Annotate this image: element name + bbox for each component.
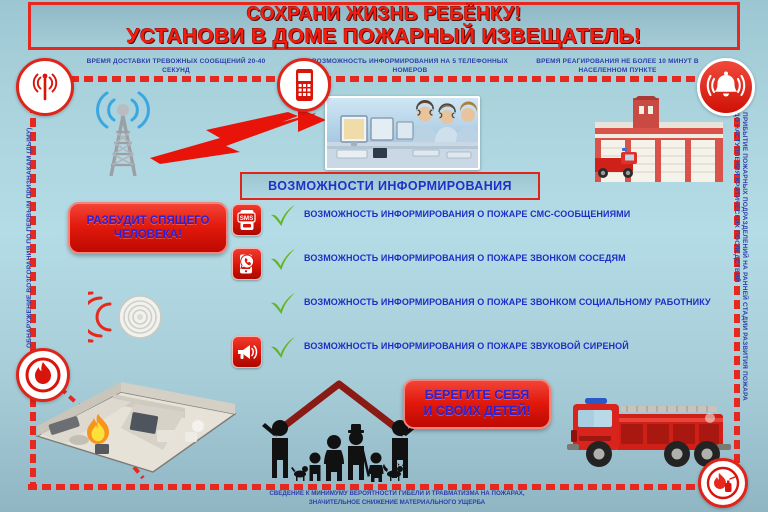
caption-left-vertical-text: ОБНАРУЖЕНИЕ ВОЗГОРАНИЯ ПО ПЕРВЫМ ПРИЗНАК… (26, 127, 33, 348)
dashed-border-top (28, 76, 740, 82)
sms-icon: SMS (232, 204, 262, 236)
flame-icon (16, 348, 70, 402)
mobile-phone-icon (277, 58, 331, 112)
caption-response-time-text: ВРЕМЯ РЕАГИРОВАНИЯ НЕ БОЛЕЕ 10 МИНУТ В Н… (536, 58, 699, 74)
smoke-detector-illustration (66, 290, 164, 346)
section-heading-box: ВОЗМОЖНОСТИ ИНФОРМИРОВАНИЯ (240, 172, 540, 200)
callout-protect-line-1: БЕРЕГИТЕ СЕБЯ (424, 388, 530, 403)
callout-wake-line-1: РАЗБУДИТ СПЯЩЕГО (86, 214, 210, 227)
caption-phone-numbers-text: ВОЗМОЖНОСТЬ ИНФОРМИРОВАНИЯ НА 5 ТЕЛЕФОНН… (311, 58, 509, 74)
megaphone-icon (232, 336, 262, 368)
title-line-2: УСТАНОВИ В ДОМЕ ПОЖАРНЫЙ ИЗВЕЩАТЕЛЬ! (126, 24, 642, 48)
signal-arrow-icon (148, 108, 328, 164)
caption-left-vertical: ОБНАРУЖЕНИЕ ВОЗГОРАНИЯ ПО ПЕРВЫМ ПРИЗНАК… (26, 127, 33, 348)
check-mark-icon (262, 248, 304, 271)
poster-title-box: СОХРАНИ ЖИЗНЬ РЕБЁНКУ! УСТАНОВИ В ДОМЕ П… (28, 2, 740, 50)
caption-right-line-1: ПРИБЫТИЕ ПОЖАРНЫХ ПОДРАЗДЕЛЕНИЙ НА РАННЕ… (741, 112, 748, 401)
family-under-roof-illustration (252, 378, 427, 488)
radio-antenna-icon (16, 58, 74, 116)
fire-station-illustration (593, 90, 723, 182)
list-item: ВОЗМОЖНОСТЬ ИНФОРМИРОВАНИЯ О ПОЖАРЕ ЗВОН… (232, 292, 732, 326)
caption-right-line-2: ДО НАСТУПЛЕНИЯ КРИТИЧЕСКИХ ПОСЛЕДСТВИЙ (732, 112, 740, 283)
fire-extinguish-icon (698, 458, 748, 508)
list-item-label: ВОЗМОЖНОСТЬ ИНФОРМИРОВАНИЯ О ПОЖАРЕ ЗВОН… (304, 253, 626, 263)
list-item-label: ВОЗМОЖНОСТЬ ИНФОРМИРОВАНИЯ О ПОЖАРЕ ЗВОН… (304, 297, 711, 307)
caption-delivery-time: ВРЕМЯ ДОСТАВКИ ТРЕВОЖНЫХ СООБЩЕНИЙ 20-40… (76, 58, 276, 76)
fire-truck-illustration (565, 378, 735, 483)
list-item: SMS ВОЗМОЖНОСТЬ ИНФОРМИРОВАНИЯ О ПОЖАРЕ … (232, 204, 732, 238)
bottom-caption: СВЕДЕНИЕ К МИНИМУМУ ВЕРОЯТНОСТИ ГИБЕЛИ И… (234, 490, 560, 507)
callout-wake-sleeper: РАЗБУДИТ СПЯЩЕГО ЧЕЛОВЕКА! (68, 202, 228, 254)
bottom-caption-line-1: СВЕДЕНИЕ К МИНИМУМУ ВЕРОЯТНОСТИ ГИБЕЛИ И… (269, 490, 525, 497)
bottom-caption-line-2: ЗНАЧИТЕЛЬНОЕ СНИЖЕНИЕ МАТЕРИАЛЬНОГО УЩЕР… (308, 498, 486, 506)
list-item-label: ВОЗМОЖНОСТЬ ИНФОРМИРОВАНИЯ О ПОЖАРЕ СМС-… (304, 209, 631, 219)
dashed-border-left (30, 76, 36, 490)
caption-delivery-time-text: ВРЕМЯ ДОСТАВКИ ТРЕВОЖНЫХ СООБЩЕНИЙ 20-40… (86, 58, 266, 74)
section-heading-text: ВОЗМОЖНОСТИ ИНФОРМИРОВАНИЯ (268, 179, 512, 193)
caption-right-vertical: ПРИБЫТИЕ ПОЖАРНЫХ ПОДРАЗДЕЛЕНИЙ НА РАННЕ… (731, 112, 748, 401)
list-item: ВОЗМОЖНОСТЬ ИНФОРМИРОВАНИЯ О ПОЖАРЕ ЗВОН… (232, 248, 732, 282)
callout-protect-children: БЕРЕГИТЕ СЕБЯ И СВОИХ ДЕТЕЙ! (403, 379, 551, 429)
list-item-label: ВОЗМОЖНОСТЬ ИНФОРМИРОВАНИЯ О ПОЖАРЕ ЗВУК… (304, 341, 629, 351)
check-mark-icon (262, 292, 304, 315)
call-center-photo (325, 96, 480, 170)
title-line-1: СОХРАНИ ЖИЗНЬ РЕБЁНКУ! (246, 3, 522, 25)
caption-response-time: ВРЕМЯ РЕАГИРОВАНИЯ НЕ БОЛЕЕ 10 МИНУТ В Н… (525, 58, 710, 76)
apartment-fire-illustration (35, 370, 240, 488)
svg-text:SMS: SMS (240, 215, 253, 222)
check-mark-icon (262, 204, 304, 227)
dashed-border-bottom (28, 484, 740, 490)
capabilities-list: SMS ВОЗМОЖНОСТЬ ИНФОРМИРОВАНИЯ О ПОЖАРЕ … (232, 204, 732, 380)
phone-call-icon (232, 248, 262, 280)
cell-tower-illustration (78, 88, 168, 180)
dashed-border-right (734, 76, 740, 490)
callout-wake-line-2: ЧЕЛОВЕКА! (114, 229, 182, 241)
alarm-bell-icon (697, 58, 755, 116)
caption-phone-numbers: ВОЗМОЖНОСТЬ ИНФОРМИРОВАНИЯ НА 5 ТЕЛЕФОНН… (310, 58, 510, 76)
list-item: ВОЗМОЖНОСТЬ ИНФОРМИРОВАНИЯ О ПОЖАРЕ ЗВУК… (232, 336, 732, 370)
check-mark-icon (262, 336, 304, 359)
callout-protect-line-2: И СВОИХ ДЕТЕЙ! (423, 404, 531, 418)
